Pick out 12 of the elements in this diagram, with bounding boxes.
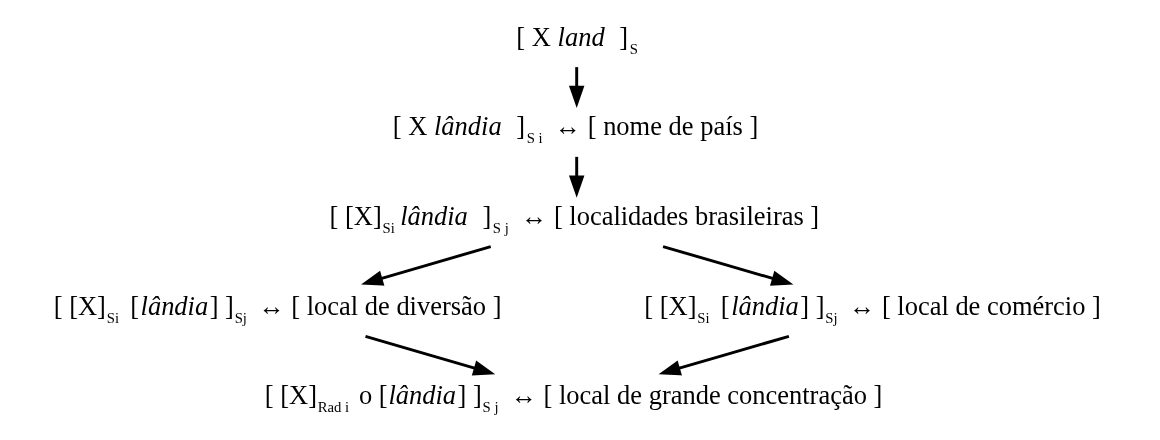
arrow: [568, 67, 585, 108]
node-text: [ [X]$_{Si}$ [lândia] ]$_{Sj}$ ↔ [ local de diversão ]: [53, 290, 502, 326]
arrow: [365, 334, 496, 376]
node-text: [ X land ]$_{S}$: [516, 21, 638, 57]
node-text: [ [X]$_{Si}$ lândia ]$_{S j}$ ↔ [ localidades brasileiras ]: [329, 201, 820, 236]
node-text: [ [X]$_{Si}$ [lândia] ]$_{Sj}$ ↔ [ local de comércio ]: [644, 290, 1101, 326]
arrow: [361, 245, 492, 286]
arrow: [568, 156, 585, 198]
arrow: [662, 245, 794, 286]
node-text: [ X lândia ]$_{S i}$ ↔ [ nome de país ]: [392, 111, 759, 147]
arrow: [658, 334, 790, 376]
node-text: [ [X]$_{Rad i}$ o [lândia] ]$_{S j}$ ↔ [ local de grande concentração ]: [264, 380, 883, 416]
